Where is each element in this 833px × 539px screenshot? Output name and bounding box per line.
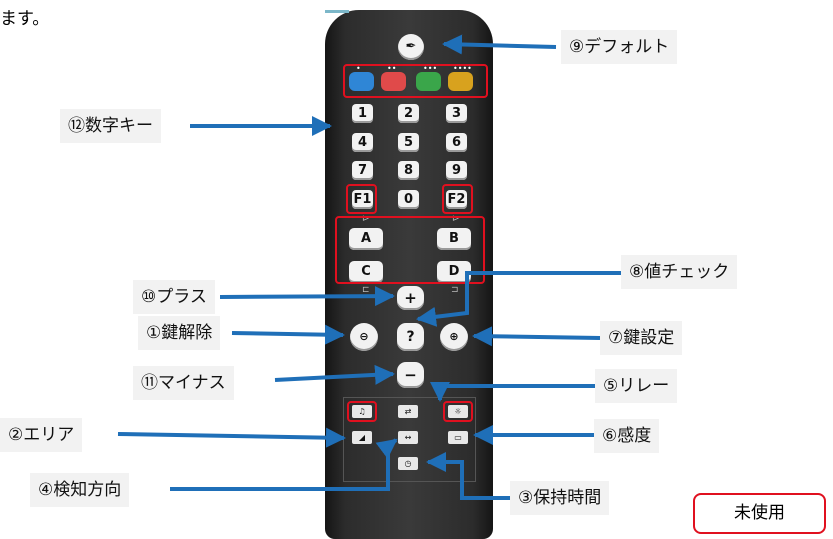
minus-key[interactable]: − <box>397 362 424 388</box>
letter-keys-highlight <box>335 216 485 284</box>
relay-highlight <box>443 401 473 422</box>
label-lock: ⑦鍵設定 <box>600 321 683 355</box>
f2-highlight <box>442 184 473 214</box>
letter-b-icon: ⊳ <box>452 214 460 224</box>
dot-label-1: • <box>356 64 361 73</box>
key-8[interactable]: 8 <box>398 161 419 180</box>
arrows-icon: ↔ <box>404 433 412 442</box>
clock-icon: ◷ <box>404 459 412 468</box>
relay-icon: ⇄ <box>404 407 412 416</box>
letter-a-icon: ⊳ <box>362 214 370 224</box>
arrow-area <box>117 427 346 448</box>
direction-key[interactable]: ↔ <box>398 431 418 444</box>
color-key-red[interactable] <box>381 72 406 91</box>
key-1[interactable]: 1 <box>352 104 373 123</box>
intro-text: ます。 <box>0 9 50 29</box>
lock-icon: ⊕ <box>449 330 459 343</box>
area-minus-key[interactable]: ◢ <box>352 431 372 444</box>
dot-label-4: •••• <box>453 64 472 73</box>
key-c[interactable]: C <box>349 261 383 283</box>
label-default: ⑨デフォルト <box>561 30 678 64</box>
dot-label-2: •• <box>387 64 397 73</box>
bell-icon: ♫ <box>358 407 366 416</box>
key-f2[interactable]: F2 <box>446 190 467 209</box>
sensitivity-key[interactable]: ▭ <box>448 431 468 444</box>
label-value-check: ⑧値チェック <box>621 255 738 289</box>
relay-key[interactable]: ☼ <box>448 405 468 418</box>
feather-icon: ✒ <box>405 39 417 54</box>
key-5[interactable]: 5 <box>398 133 419 152</box>
arrow-hold-time <box>426 452 510 500</box>
relay-icon: ☼ <box>454 407 462 416</box>
key-f1[interactable]: F1 <box>352 190 373 209</box>
color-key-blue[interactable] <box>349 72 374 91</box>
key-7[interactable]: 7 <box>352 161 373 180</box>
arrow-plus <box>219 286 395 307</box>
arrow-relay <box>430 382 595 402</box>
label-sensitivity: ⑥感度 <box>594 419 660 453</box>
wedge-icon: ◢ <box>358 433 366 442</box>
dot-label-3: ••• <box>423 64 438 73</box>
key-3[interactable]: 3 <box>446 104 467 123</box>
legend-unused: 未使用 <box>693 493 826 534</box>
label-numkeys: ⑫数字キー <box>60 109 161 143</box>
letter-c-icon: ⊏ <box>362 285 370 295</box>
label-unlock: ①鍵解除 <box>138 316 221 350</box>
arrow-unlock <box>231 324 345 345</box>
color-keys-highlight <box>343 64 488 98</box>
arrow-direction <box>170 438 398 491</box>
label-direction: ④検知方向 <box>30 473 130 507</box>
plus-key[interactable]: + <box>397 286 424 310</box>
color-key-yellow[interactable] <box>448 72 473 91</box>
check-key[interactable]: ? <box>397 323 424 351</box>
default-key[interactable]: ✒ <box>398 34 424 60</box>
color-key-green[interactable] <box>416 72 441 91</box>
label-area: ②エリア <box>0 418 83 452</box>
arrow-lock <box>472 326 601 347</box>
area-key[interactable]: ♫ <box>352 405 372 418</box>
key-d[interactable]: D <box>437 261 471 283</box>
label-relay: ⑤リレー <box>595 369 678 403</box>
key-4[interactable]: 4 <box>352 133 373 152</box>
key-a[interactable]: A <box>349 228 383 250</box>
arrow-default <box>442 34 557 55</box>
arrow-value-check <box>416 271 623 327</box>
unlock-icon: ⊖ <box>359 330 369 343</box>
lock-key[interactable]: ⊕ <box>440 323 468 351</box>
label-minus: ⑪マイナス <box>133 366 234 400</box>
relay-key-mid[interactable]: ⇄ <box>398 405 418 418</box>
key-9[interactable]: 9 <box>446 161 467 180</box>
key-6[interactable]: 6 <box>446 133 467 152</box>
unlock-key[interactable]: ⊖ <box>350 323 378 351</box>
key-b[interactable]: B <box>437 228 471 250</box>
area-highlight <box>347 401 377 422</box>
key-2[interactable]: 2 <box>398 104 419 123</box>
f1-highlight <box>346 184 377 214</box>
letter-d-icon: ⊐ <box>451 285 459 295</box>
label-plus: ⑩プラス <box>133 280 215 314</box>
label-hold-time: ③保持時間 <box>510 481 610 515</box>
sensitivity-icon: ▭ <box>454 433 462 442</box>
remote-top-edge <box>325 10 349 13</box>
hold-time-key[interactable]: ◷ <box>398 457 418 470</box>
arrow-minus <box>274 364 395 385</box>
key-0[interactable]: 0 <box>398 190 419 209</box>
